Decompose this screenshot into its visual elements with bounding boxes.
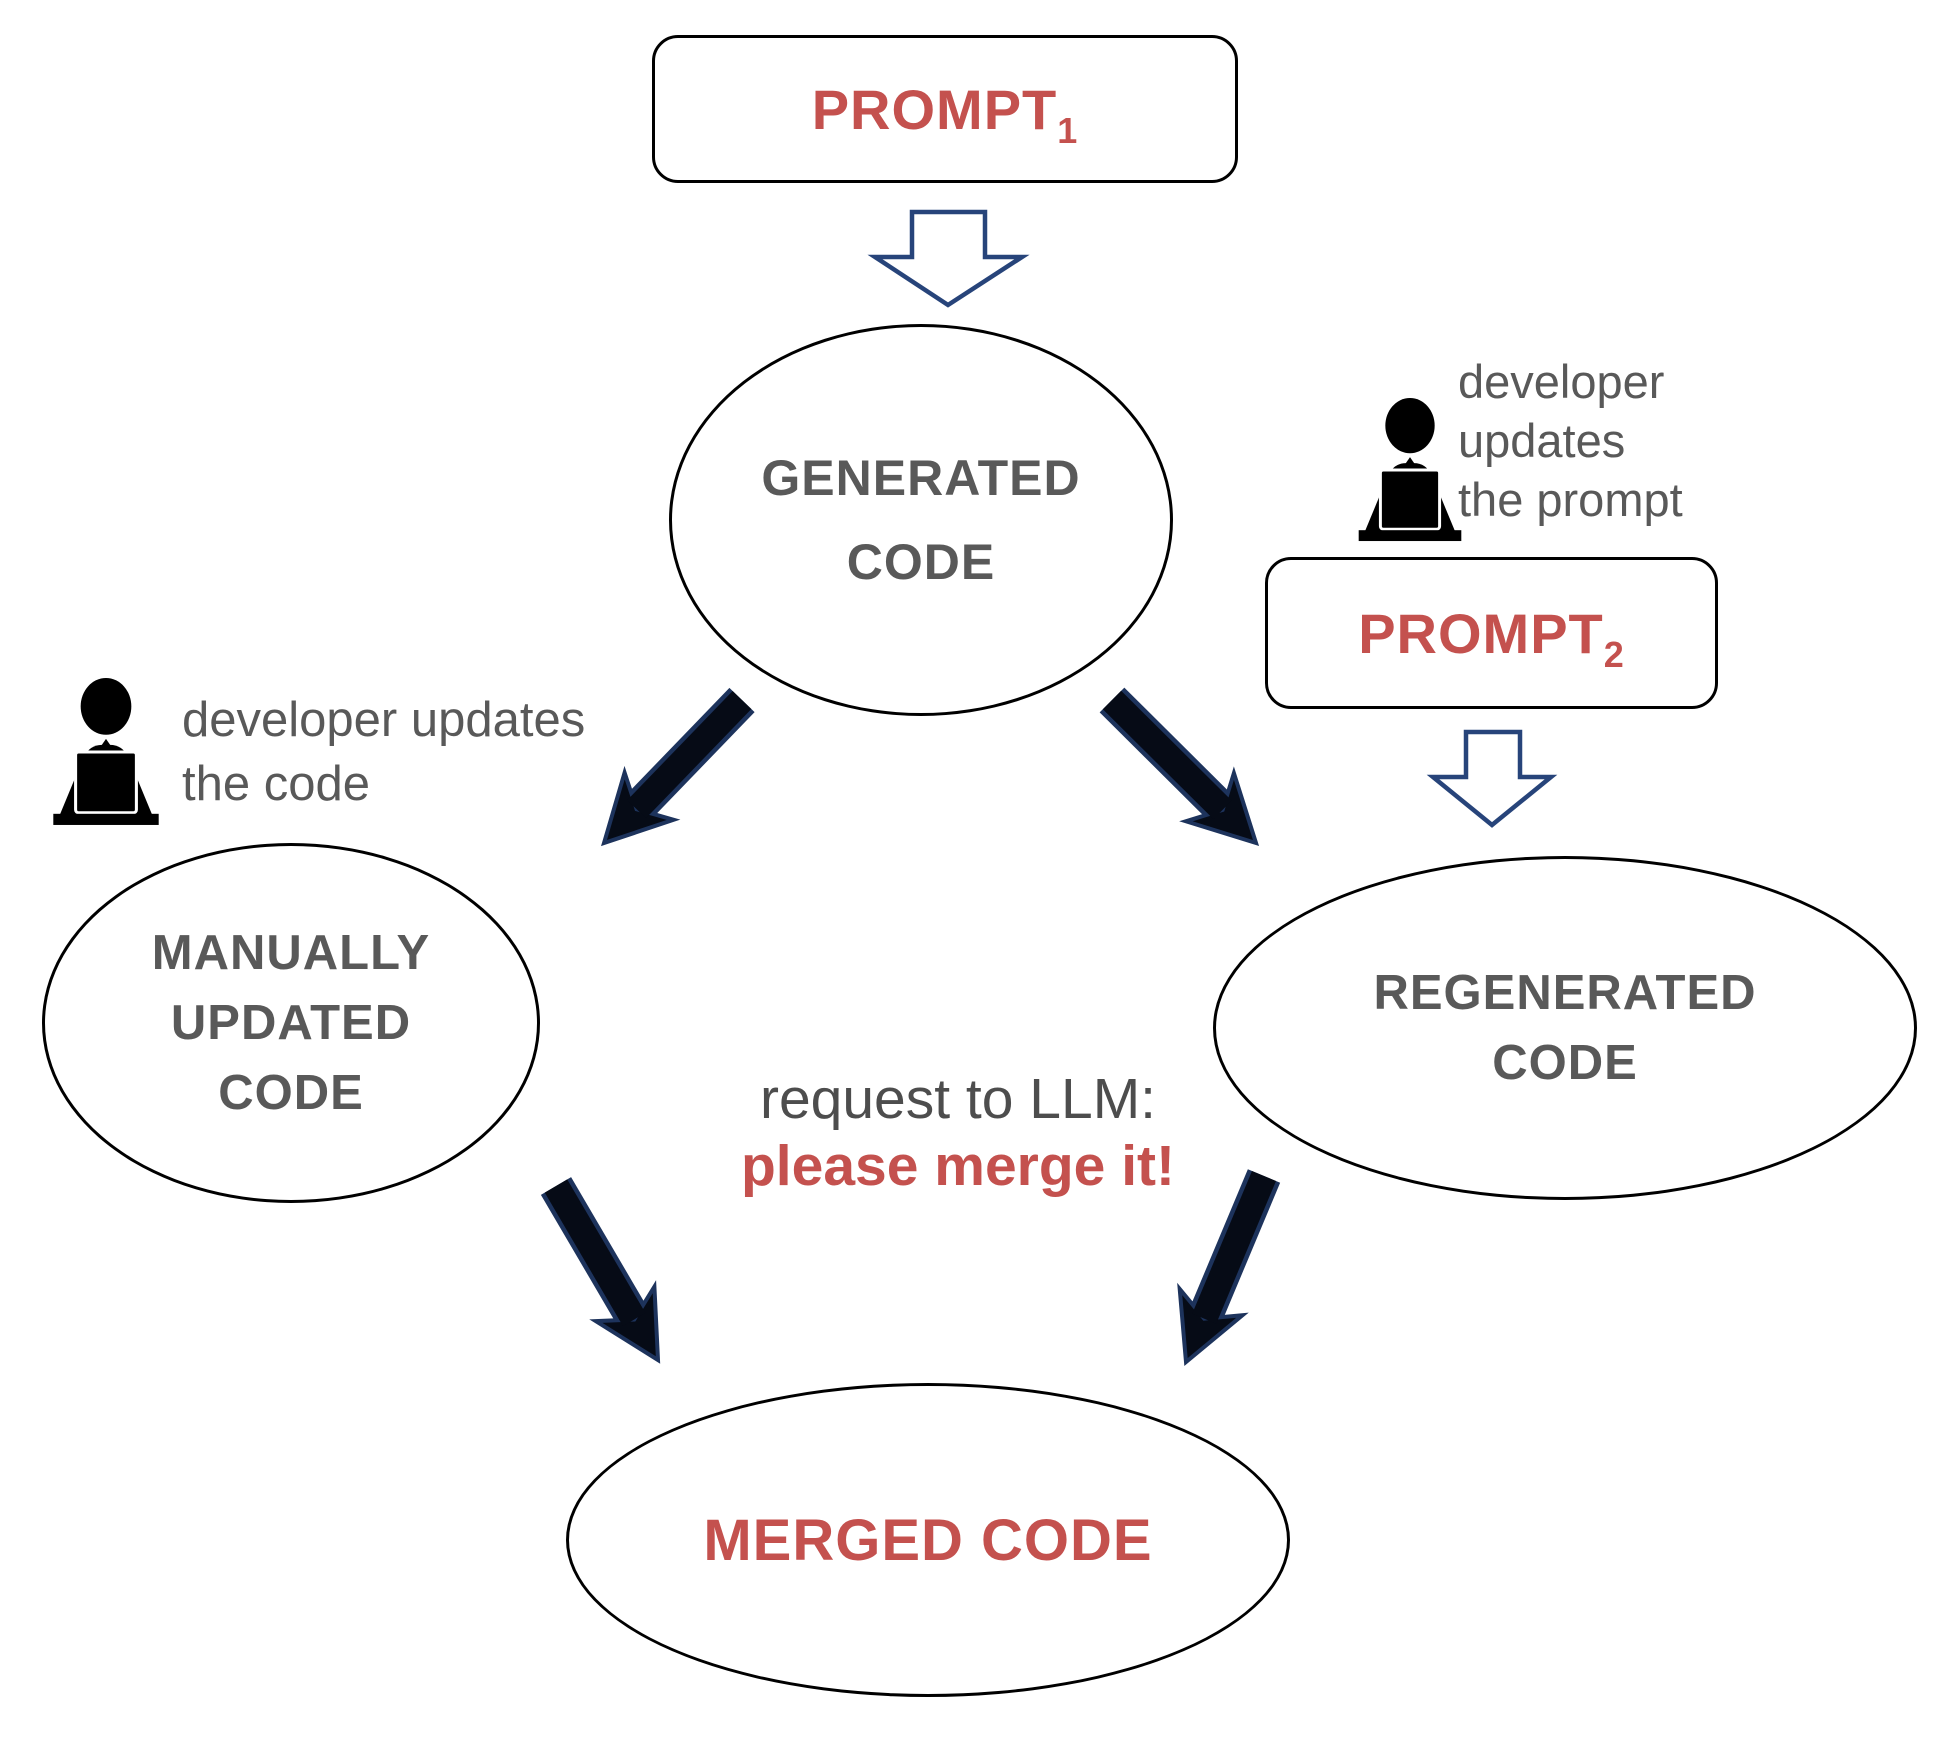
node-manually-updated-line2: UPDATED [170, 996, 412, 1050]
annotation-line: updates [1458, 414, 1626, 467]
node-manually-updated-line3: CODE [218, 1066, 364, 1120]
request-line: request to LLM: [759, 1067, 1157, 1131]
down-arrow-icon [867, 209, 1030, 308]
down-arrow-icon [1426, 729, 1558, 828]
annotation-line: the code [182, 757, 370, 811]
node-regenerated-code: REGENERATED CODE [1213, 856, 1917, 1200]
node-manually-updated-code: MANUALLY UPDATED CODE [42, 843, 540, 1203]
arrow-regenerated-to-merged-icon [1177, 1169, 1281, 1366]
annotation-line: the prompt [1458, 473, 1683, 526]
prompt2-subscript: 2 [1603, 633, 1625, 675]
developer-at-laptop-icon [53, 678, 159, 825]
prompt2-text: PROMPT [1358, 601, 1604, 665]
prompt1-label: PROMPT1 [811, 77, 1079, 149]
node-regenerated-line2: CODE [1492, 1036, 1638, 1090]
node-regenerated-line1: REGENERATED [1373, 966, 1757, 1020]
node-generated-code: GENERATED CODE [669, 324, 1173, 716]
node-manually-updated-line1: MANUALLY [151, 926, 431, 980]
prompt2-label: PROMPT2 [1358, 601, 1625, 673]
developer-at-laptop-icon [1358, 397, 1462, 542]
arrow-generated-to-regenerated-icon [1099, 687, 1260, 847]
annotation-request-to-llm: request to LLM: please merge it! [698, 1066, 1218, 1200]
prompt2-box: PROMPT2 [1265, 557, 1718, 709]
arrow-manually-to-merged-icon [540, 1177, 661, 1364]
request-merge-line: please merge it! [740, 1134, 1175, 1198]
node-generated-code-line1: GENERATED [761, 450, 1081, 506]
annotation-line: developer [1458, 355, 1665, 408]
annotation-line: developer updates [182, 693, 586, 747]
prompt1-text: PROMPT [811, 77, 1058, 141]
arrow-generated-to-manually-icon [601, 687, 755, 847]
node-merged-code: MERGED CODE [566, 1383, 1290, 1697]
prompt1-box: PROMPT1 [652, 35, 1238, 183]
annotation-developer-updates-code: developer updates the code [182, 688, 585, 816]
annotation-developer-updates-prompt: developer updates the prompt [1458, 352, 1683, 529]
node-merged-code-label: MERGED CODE [703, 1507, 1153, 1573]
node-generated-code-line2: CODE [846, 534, 996, 590]
prompt1-subscript: 1 [1057, 109, 1079, 151]
